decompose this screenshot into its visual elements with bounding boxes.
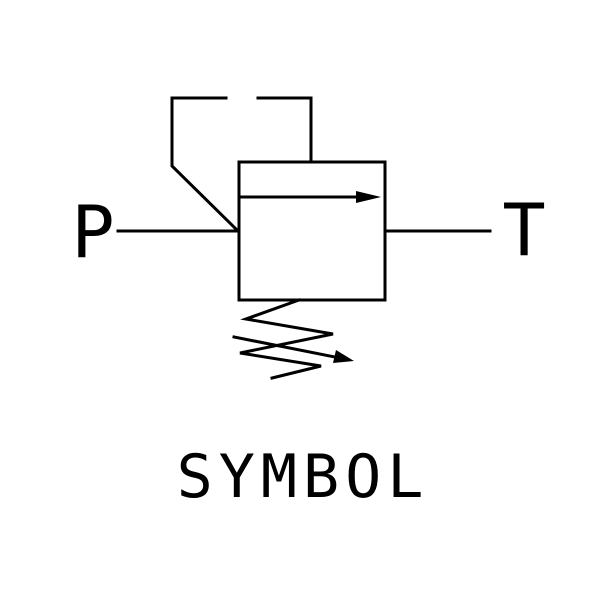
pilot-line-right xyxy=(256,96,313,164)
pilot-line-left xyxy=(170,96,241,234)
adjustment-arrow-icon xyxy=(333,350,354,363)
adjustment-arrow-shaft xyxy=(232,335,342,360)
port-t-label: T xyxy=(502,188,545,272)
diagram-title: SYMBOL xyxy=(177,442,430,512)
valve-body-box xyxy=(237,160,387,302)
flow-arrow-icon xyxy=(356,191,381,203)
spring-icon xyxy=(239,298,334,380)
port-p-label: P xyxy=(71,190,114,274)
